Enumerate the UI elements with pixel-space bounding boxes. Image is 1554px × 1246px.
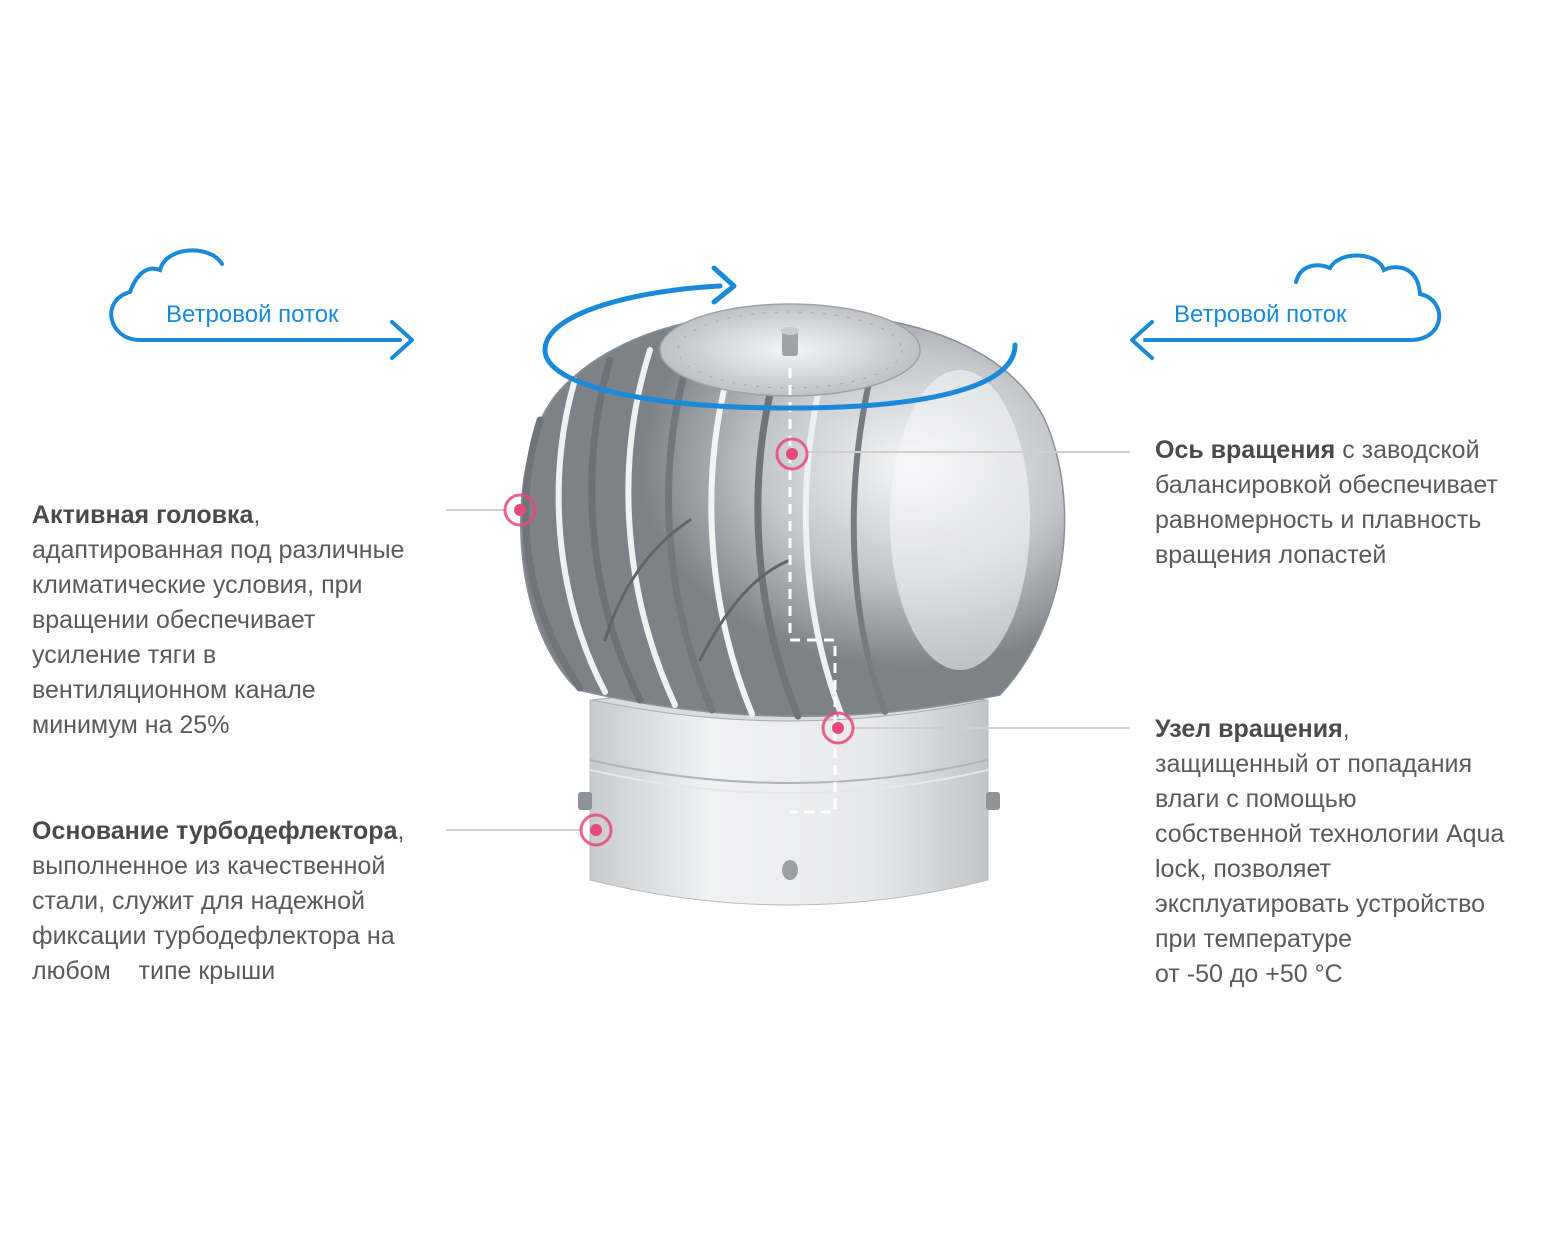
marker-base xyxy=(579,813,613,847)
callout-title: Узел вращения xyxy=(1155,715,1343,743)
rotation-arrow-icon xyxy=(542,283,1018,411)
callout-title: Ось вращения xyxy=(1155,436,1336,464)
marker-dot-icon xyxy=(590,824,602,836)
callout-rotation-node: Узел вращения, защищенный от попадания в… xyxy=(1155,715,1505,988)
arrow-left-icon xyxy=(1130,320,1154,360)
callout-title: Активная головка xyxy=(32,501,254,529)
marker-active-head xyxy=(503,493,537,527)
marker-dot-icon xyxy=(786,448,798,460)
leader-lines xyxy=(446,451,1130,831)
rotation-arrow xyxy=(542,265,1018,411)
callout-rotation-axis: Ось вращения с заводской балансировкой о… xyxy=(1155,436,1498,569)
arrow-right-icon xyxy=(390,320,414,360)
wind-flow-left: Ветровой поток xyxy=(109,248,414,360)
turbodeflector-illustration xyxy=(520,303,1066,906)
marker-axis xyxy=(775,437,809,471)
marker-node xyxy=(821,711,855,745)
wind-flow-right: Ветровой поток xyxy=(1130,253,1442,360)
marker-dot-icon xyxy=(832,722,844,734)
cloud-icon xyxy=(109,248,402,342)
marker-dot-icon xyxy=(514,504,526,516)
callout-active-head: Активная головка, адаптированная под раз… xyxy=(32,501,405,739)
wind-flow-right-label: Ветровой поток xyxy=(1174,301,1347,328)
cloud-icon xyxy=(1143,253,1442,342)
wind-flow-left-label: Ветровой поток xyxy=(166,301,339,328)
callout-title: Основание турбодефлектора xyxy=(32,817,398,845)
base-cylinder xyxy=(589,699,989,906)
vanes xyxy=(522,344,888,720)
callout-base: Основание турбодефлектора, выполненное и… xyxy=(32,817,405,985)
